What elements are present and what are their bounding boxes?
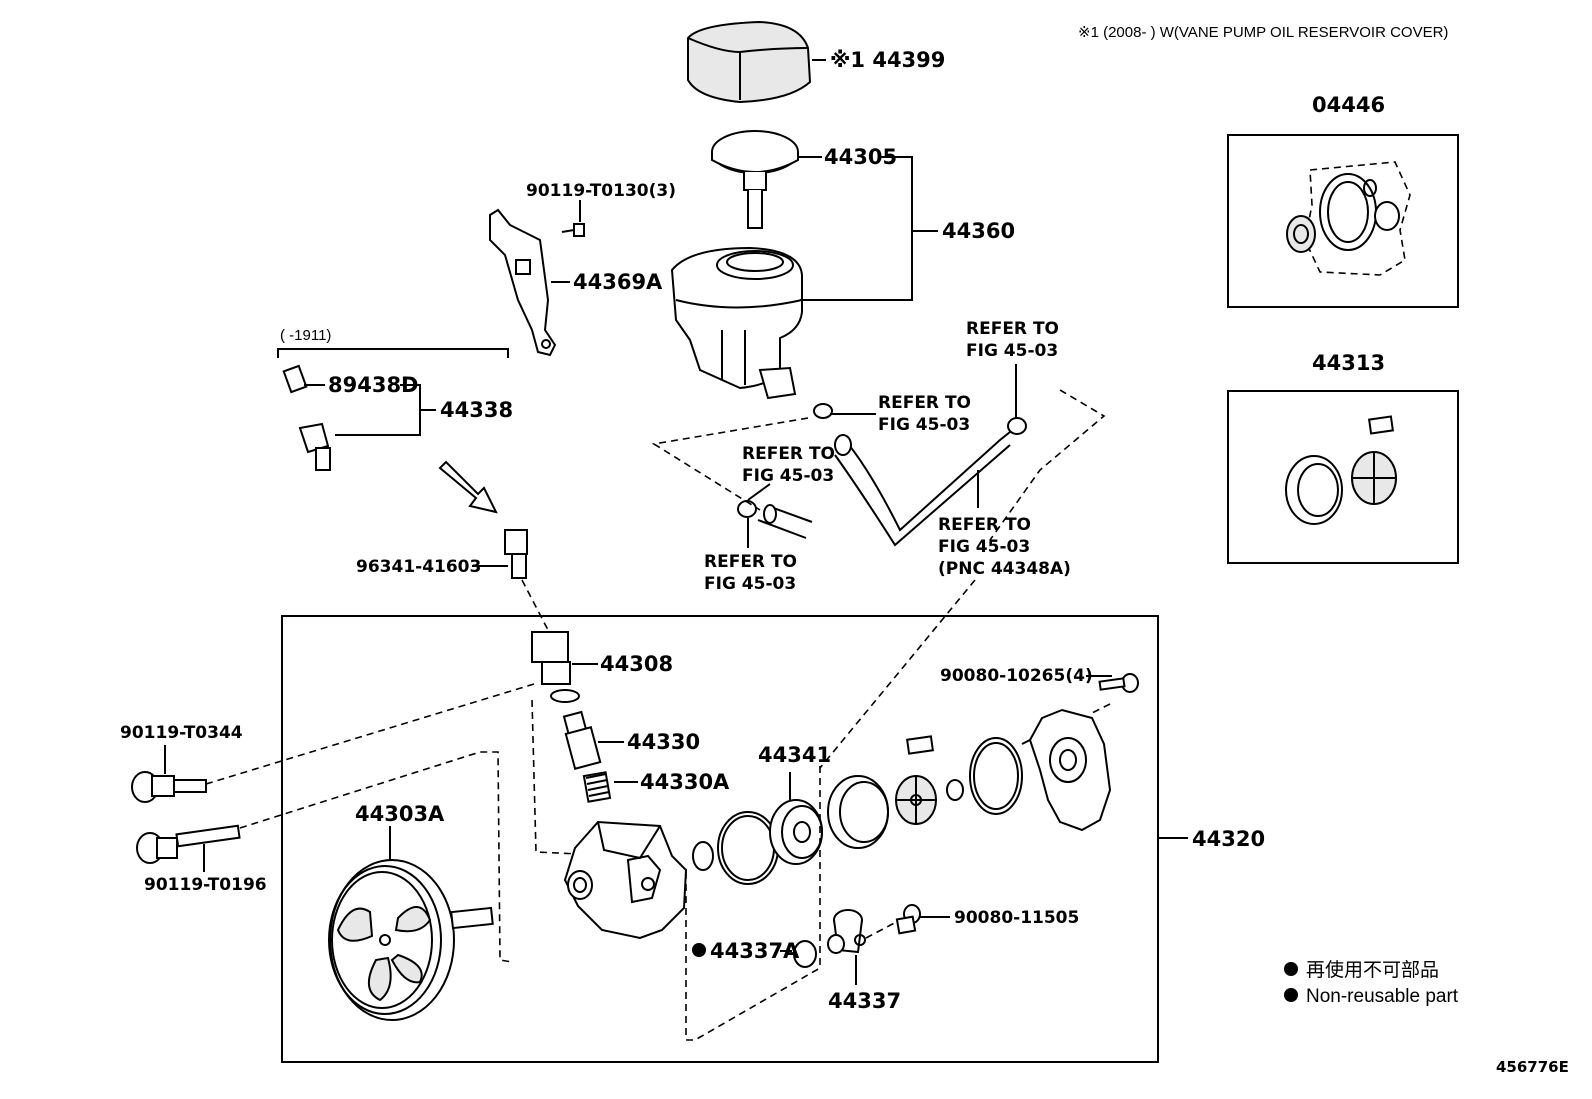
union-part — [531, 631, 580, 703]
screw-90080-10265-part — [1098, 673, 1139, 693]
refer-r4-line1: REFER TO — [704, 552, 797, 572]
cover-gasket-part — [969, 737, 1023, 815]
label-44399: ※1 44399 — [830, 48, 945, 72]
legend-jp: 再使用不可部品 — [1306, 959, 1439, 981]
label-44313: 44313 — [1312, 351, 1385, 375]
pressure-switch-part — [282, 364, 331, 471]
label-90080-10265: 90080-10265(4) — [940, 666, 1093, 686]
label-90080-11505: 90080-11505 — [954, 908, 1079, 928]
suction-port-part — [827, 909, 866, 954]
reservoir-tank-part — [670, 246, 803, 400]
label-44308: 44308 — [600, 652, 673, 676]
side-plate-part — [769, 799, 823, 865]
union-bolt-part — [504, 529, 528, 579]
cam-ring-kit-part — [1285, 415, 1397, 525]
rear-cover-part — [1021, 708, 1112, 832]
gasket-kit-part — [1286, 161, 1411, 276]
refer-r2-line2: FIG 45-03 — [966, 341, 1058, 361]
non-reusable-marker-icon — [692, 943, 706, 957]
cam-ring-part — [827, 775, 889, 849]
reservoir-cover-part — [687, 20, 812, 104]
cam-ring-kit-box — [1227, 390, 1459, 564]
label-90119-T0130: 90119-T0130(3) — [526, 181, 676, 201]
clamp-icon — [737, 403, 1027, 518]
refer-r3-line1: REFER TO — [742, 444, 835, 464]
label-04446: 04446 — [1312, 93, 1385, 117]
label-44360: 44360 — [942, 219, 1015, 243]
label-96341-41603: 96341-41603 — [356, 557, 481, 577]
label-44337: 44337 — [828, 989, 901, 1013]
label-90119-T0196: 90119-T0196 — [144, 875, 267, 895]
reservoir-cap-part — [711, 130, 799, 229]
pulley-part — [328, 859, 494, 1021]
mounting-bracket-part — [489, 208, 557, 357]
label-44341: 44341 — [758, 743, 831, 767]
label-44303A: 44303A — [355, 802, 445, 826]
refer-r2-line1: REFER TO — [966, 319, 1059, 339]
refer-r5-line1: REFER TO — [938, 515, 1031, 535]
range-note: ( -1911) — [280, 327, 331, 344]
gasket-kit-box — [1227, 134, 1459, 308]
bolt-90119-T0196-part — [136, 824, 241, 864]
pump-body-part — [563, 820, 688, 940]
label-90119-T0344: 90119-T0344 — [120, 723, 243, 743]
header-note: ※1 (2008- ) W(VANE PUMP OIL RESERVOIR CO… — [1078, 24, 1448, 41]
bolt-90119-T0130-icon — [561, 223, 585, 237]
legend-marker-icon — [1284, 962, 1298, 976]
vane-part — [906, 735, 934, 755]
legend: 再使用不可部品 Non-reusable part — [1284, 959, 1459, 1007]
legend-marker-icon — [1284, 988, 1298, 1002]
label-44330: 44330 — [627, 730, 700, 754]
spring-part — [582, 771, 612, 803]
refer-r1-line1: REFER TO — [878, 393, 971, 413]
suction-oring-part — [793, 940, 817, 968]
flow-control-valve-part — [562, 710, 602, 770]
refer-r5-line2: FIG 45-03 — [938, 537, 1030, 557]
bolt-90119-T0344-part — [131, 771, 207, 803]
small-oring-part — [692, 841, 714, 871]
legend-en: Non-reusable part — [1306, 986, 1459, 1007]
refer-r3-line2: FIG 45-03 — [742, 466, 834, 486]
direction-arrow-icon — [438, 460, 498, 514]
refer-r1-line2: FIG 45-03 — [878, 415, 970, 435]
label-44369A: 44369A — [573, 270, 663, 294]
label-44338: 44338 — [440, 398, 513, 422]
figure-id: 456776E — [1496, 1058, 1569, 1076]
label-44320: 44320 — [1192, 827, 1265, 851]
bushing-part — [946, 779, 964, 801]
rotor-part — [895, 775, 937, 825]
refer-r4-line2: FIG 45-03 — [704, 574, 796, 594]
screw-90080-11505-part — [895, 904, 921, 935]
label-44330A: 44330A — [640, 770, 730, 794]
return-hose-part — [834, 431, 1011, 547]
refer-r5-line3: (PNC 44348A) — [938, 559, 1071, 579]
large-oring-part — [717, 811, 779, 885]
